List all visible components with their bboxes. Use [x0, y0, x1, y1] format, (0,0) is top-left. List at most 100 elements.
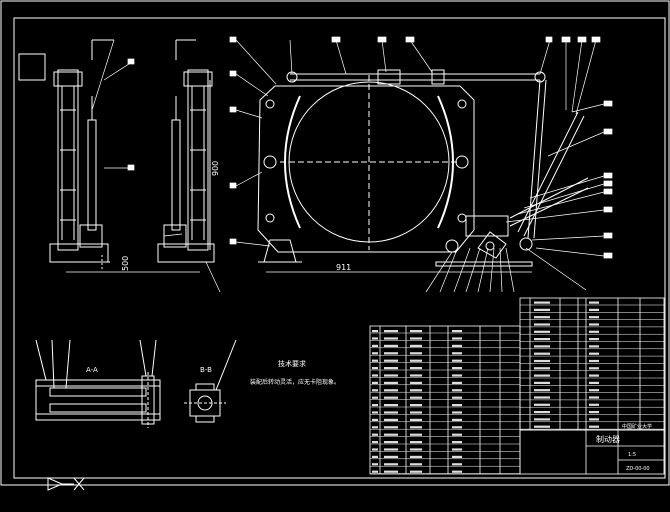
table-cell-mark — [384, 433, 398, 436]
table-cell-mark — [589, 396, 599, 399]
table-cell-mark — [372, 448, 378, 451]
table-cell-mark — [384, 352, 398, 355]
table-cell-mark — [534, 411, 550, 414]
table-cell-mark — [410, 344, 422, 347]
table-cell-mark — [410, 455, 422, 458]
table-cell-mark — [589, 308, 599, 311]
table-cell-mark — [589, 359, 599, 363]
table-cell-mark — [410, 404, 422, 407]
table-cell-mark — [589, 338, 599, 341]
dim-main-width: 911 — [336, 263, 351, 272]
table-cell-mark — [589, 301, 599, 304]
table-cell-mark — [384, 404, 398, 407]
table-cell-mark — [534, 323, 550, 326]
table-cell-mark — [589, 411, 599, 414]
table-cell-mark — [452, 381, 462, 384]
table-cell-mark — [372, 470, 378, 473]
table-cell-mark — [534, 425, 550, 428]
table-cell-mark — [452, 359, 462, 362]
table-cell-mark — [452, 404, 462, 407]
table-cell-mark — [452, 411, 462, 414]
dim-side-height: 900 — [211, 161, 220, 176]
table-cell-mark — [534, 316, 550, 319]
table-cell-mark — [372, 433, 378, 436]
parts-list-table — [369, 297, 665, 475]
table-cell-mark — [589, 403, 599, 406]
corner-square — [18, 53, 46, 81]
table-cell-mark — [372, 441, 378, 444]
table-cell-mark — [452, 470, 462, 473]
table-cell-mark — [372, 404, 378, 407]
section-a-label: A-A — [86, 366, 98, 374]
table-cell-mark — [589, 367, 599, 370]
table-cell-mark — [410, 418, 422, 421]
table-cell-mark — [452, 344, 462, 347]
table-cell-mark — [410, 433, 422, 436]
table-cell-mark — [410, 352, 422, 355]
tech-req-heading: 技术要求 — [278, 359, 306, 368]
table-cell-mark — [534, 308, 550, 311]
table-cell-mark — [589, 418, 599, 421]
table-cell-mark — [410, 337, 422, 340]
table-cell-mark — [410, 359, 422, 362]
table-cell-mark — [452, 418, 462, 421]
table-cell-mark — [452, 441, 462, 444]
table-cell-mark — [452, 396, 462, 399]
title-block-name: 制动器 — [596, 434, 620, 444]
table-cell-mark — [534, 352, 550, 355]
ucs-icon — [47, 477, 85, 491]
table-cell-mark — [452, 374, 462, 377]
table-cell-mark — [372, 352, 378, 355]
table-cell-mark — [589, 316, 599, 319]
table-cell-mark — [410, 374, 422, 377]
table-cell-mark — [372, 426, 378, 429]
table-cell-mark — [452, 337, 462, 340]
table-cell-mark — [384, 448, 398, 451]
side-view-left — [49, 39, 114, 270]
section-b-label: B-B — [200, 366, 212, 374]
table-cell-mark — [452, 389, 462, 392]
table-cell-mark — [589, 345, 599, 348]
table-cell-mark — [452, 426, 462, 429]
table-cell-mark — [534, 359, 550, 363]
table-cell-mark — [384, 396, 398, 399]
section-b — [184, 339, 237, 423]
table-cell-mark — [384, 441, 398, 444]
table-cell-marks — [372, 301, 599, 473]
title-block-drawing-no: ZD-00-00 — [626, 466, 650, 472]
table-cell-mark — [452, 433, 462, 436]
table-cell-mark — [384, 367, 398, 370]
table-cell-mark — [452, 367, 462, 370]
table-cell-mark — [534, 367, 550, 370]
table-cell-mark — [372, 337, 378, 340]
table-cell-mark — [534, 381, 550, 384]
table-cell-mark — [534, 396, 550, 399]
table-cell-mark — [534, 345, 550, 348]
title-block-company: 中国矿业大学 — [622, 423, 652, 430]
table-cell-mark — [452, 330, 462, 333]
leader-lines — [91, 36, 613, 293]
table-cell-mark — [534, 389, 550, 392]
table-cell-mark — [384, 418, 398, 421]
table-cell-mark — [589, 389, 599, 392]
table-cell-mark — [410, 396, 422, 399]
table-cell-mark — [410, 426, 422, 429]
table-cell-mark — [372, 455, 378, 458]
table-cell-mark — [372, 463, 378, 466]
table-cell-mark — [534, 403, 550, 406]
table-cell-mark — [384, 359, 398, 362]
table-cell-mark — [410, 389, 422, 392]
section-a — [35, 339, 161, 428]
table-cell-mark — [589, 374, 599, 377]
side-view-right — [157, 39, 215, 263]
table-cell-mark — [384, 374, 398, 377]
table-cell-mark — [410, 411, 422, 414]
table-cell-mark — [384, 337, 398, 340]
table-cell-mark — [410, 463, 422, 466]
table-cell-mark — [372, 396, 378, 399]
table-cell-mark — [410, 448, 422, 451]
table-cell-mark — [410, 381, 422, 384]
table-cell-mark — [384, 411, 398, 414]
table-cell-mark — [534, 418, 550, 421]
